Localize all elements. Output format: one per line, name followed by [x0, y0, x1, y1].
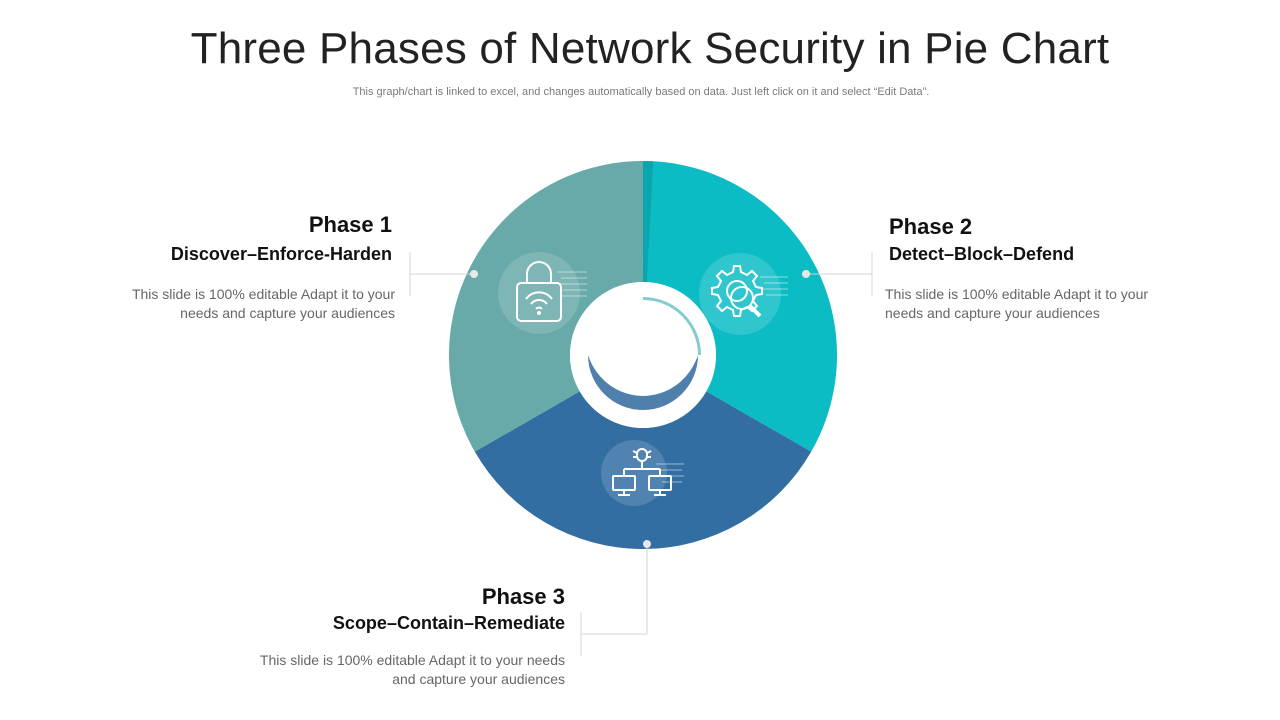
phase-2-subtitle: Detect–Block–Defend — [889, 244, 1075, 264]
wifi-lock-icon — [498, 252, 587, 334]
phase-3-description: This slide is 100% editable Adapt it to … — [225, 651, 565, 689]
pie-slice-phase-1[interactable] — [448, 161, 643, 452]
phase-3-title: Phase 3 — [481, 584, 565, 609]
phase-2-description-line-1: This slide is 100% editable Adapt it to … — [885, 286, 1149, 302]
phase-1-description-line-1: This slide is 100% editable Adapt it to … — [131, 286, 395, 302]
page-subtitle: This graph/chart is linked to excel, and… — [352, 86, 930, 98]
phase-3-description-line-2: and capture your audiences — [392, 671, 565, 687]
page-title: Three Phases of Network Security in Pie … — [190, 24, 1110, 73]
phase-2-description: This slide is 100% editable Adapt it to … — [885, 285, 1205, 323]
phase-1-title: Phase 1 — [308, 212, 392, 237]
gear-search-icon — [699, 253, 788, 335]
phase-1-description-line-2: needs and capture your audiences — [180, 305, 395, 321]
donut-inner-shadow — [588, 355, 698, 410]
phase-2-description-line-2: needs and capture your audiences — [885, 305, 1100, 321]
leader-line-phase-3 — [580, 540, 651, 656]
phase-1-description: This slide is 100% editable Adapt it to … — [95, 285, 395, 323]
phase-2-title: Phase 2 — [889, 214, 973, 239]
phase-3-description-line-1: This slide is 100% editable Adapt it to … — [259, 652, 565, 668]
pie-slice-phase-2[interactable] — [643, 161, 837, 452]
leader-line-phase-1 — [409, 252, 478, 296]
pie-slice-edge-shadow — [643, 161, 654, 283]
donut-center-circle — [588, 300, 698, 410]
phase-3-subtitle: Scope–Contain–Remediate — [332, 613, 565, 633]
leader-line-phase-2 — [802, 252, 873, 296]
pie-slice-phase-3[interactable] — [474, 391, 812, 550]
phase-1-subtitle: Discover–Enforce-Harden — [170, 244, 392, 264]
network-bug-icon — [601, 440, 684, 506]
